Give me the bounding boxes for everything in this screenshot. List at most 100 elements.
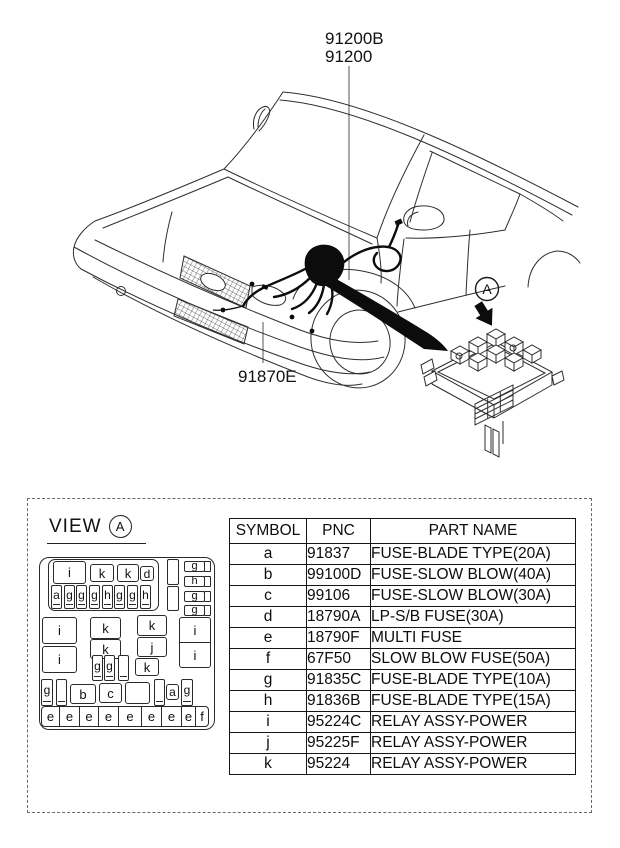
fuse-cell-blank (125, 682, 150, 704)
symbol-cell: j (229, 732, 307, 754)
relay-cell: j (137, 637, 167, 657)
fuse-cell: g (89, 585, 100, 609)
fusebox-layout: i k k d a g g g h g g h g h g g i i k k … (39, 557, 215, 730)
fuse-cell: h (140, 585, 151, 609)
pnc-cell: 67F50 (306, 648, 371, 670)
grille-lower (173, 298, 249, 345)
relay-cell: i (180, 618, 210, 643)
table-header-row: SYMBOL PNC PART NAME (229, 518, 576, 544)
pnc-cell: 91835C (306, 669, 371, 691)
fuse-cell: k (117, 564, 139, 582)
fuse-cell: g (92, 655, 103, 681)
fuse-cell: e (162, 707, 182, 726)
fusebox-3d (420, 328, 565, 458)
symbol-cell: i (229, 711, 307, 733)
fuse-cell: h (102, 585, 113, 609)
pnc-cell: 99106 (306, 585, 371, 607)
view-callout-a: A (108, 515, 132, 538)
view-a-panel: VIEW A i k k d a g g g h g g h g h g g i… (27, 498, 592, 813)
fuse-cell: f (200, 709, 204, 724)
relay-cell: k (135, 658, 159, 676)
part-name-cell: MULTI FUSE (370, 627, 576, 649)
label-91870e: 91870E (238, 367, 297, 386)
fuse-cell: e (60, 707, 80, 726)
part-name-cell: FUSE-BLADE TYPE(15A) (370, 690, 576, 712)
fuse-cell: g (104, 655, 115, 681)
fuse-cell: g (114, 585, 125, 609)
fuse-cell-blank (56, 679, 67, 706)
pnc-cell: 95224 (306, 753, 371, 775)
symbol-cell: k (229, 753, 307, 775)
view-title: VIEW A (47, 515, 146, 544)
relay-cell: i (42, 646, 77, 673)
fuse-cell: e (119, 707, 142, 726)
part-name-cell: LP-S/B FUSE(30A) (370, 606, 576, 628)
fuse-cell: g (184, 591, 211, 602)
fuse-cell-blank (167, 559, 179, 585)
harness-blob (304, 244, 345, 287)
callout-a-label: A (482, 281, 492, 297)
view-title-text: VIEW (49, 515, 102, 537)
fuse-cell: c (99, 683, 122, 703)
fuse-cell: a (51, 585, 62, 609)
relay-cell: i (193, 647, 197, 663)
fuse-cell: e (182, 707, 196, 726)
part-name-cell: FUSE-SLOW BLOW(40A) (370, 564, 576, 586)
col-header-part-name: PART NAME (370, 518, 576, 544)
symbol-cell: b (229, 564, 307, 586)
part-name-cell: RELAY ASSY-POWER (370, 732, 576, 754)
fuse-cell: g (127, 585, 138, 609)
symbol-cell: g (229, 669, 307, 691)
fuse-cell: h (184, 576, 211, 587)
sweep-arrow (317, 270, 448, 351)
pnc-cell: 91837 (306, 543, 371, 565)
part-name-cell: FUSE-SLOW BLOW(30A) (370, 585, 576, 607)
col-header-symbol: SYMBOL (229, 518, 307, 544)
pnc-cell: 99100D (306, 564, 371, 586)
fuse-cell: g (76, 585, 87, 609)
symbol-cell: a (229, 543, 307, 565)
label-91200: 91200 (325, 47, 372, 66)
fuse-cell: g (41, 679, 53, 706)
vehicle-diagram: A (72, 29, 581, 458)
fuse-cell: a (166, 684, 179, 700)
kia-badge (200, 272, 226, 292)
pnc-cell: 91836B (306, 690, 371, 712)
car-body (72, 91, 581, 389)
fuse-cell: d (140, 566, 154, 581)
fuse-cell: e (80, 707, 99, 726)
pnc-cell: 18790A (306, 606, 371, 628)
wiring-harness (212, 218, 403, 334)
symbol-cell: h (229, 690, 307, 712)
fuse-cell: b (70, 684, 96, 704)
fuse-cell-blank (118, 655, 129, 681)
relay-cell: k (90, 617, 121, 639)
symbol-cell: d (229, 606, 307, 628)
relay-cell: k (137, 615, 167, 636)
pnc-cell: 95225F (306, 732, 371, 754)
multi-fuse-strip: e e e e e e e e f (41, 706, 209, 727)
relay-cell: i (42, 617, 77, 644)
pnc-cell: 95224C (306, 711, 371, 733)
symbol-cell: c (229, 585, 307, 607)
symbol-cell: e (229, 627, 307, 649)
fuse-cell: e (42, 707, 60, 726)
fuse-cell: e (99, 707, 119, 726)
part-name-cell: RELAY ASSY-POWER (370, 711, 576, 733)
symbol-cell: f (229, 648, 307, 670)
callout-a-circle (474, 276, 500, 302)
fuse-cell: k (90, 564, 114, 582)
fuse-cell: g (184, 561, 211, 572)
part-name-cell: FUSE-BLADE TYPE(10A) (370, 669, 576, 691)
col-header-pnc: PNC (306, 518, 371, 544)
